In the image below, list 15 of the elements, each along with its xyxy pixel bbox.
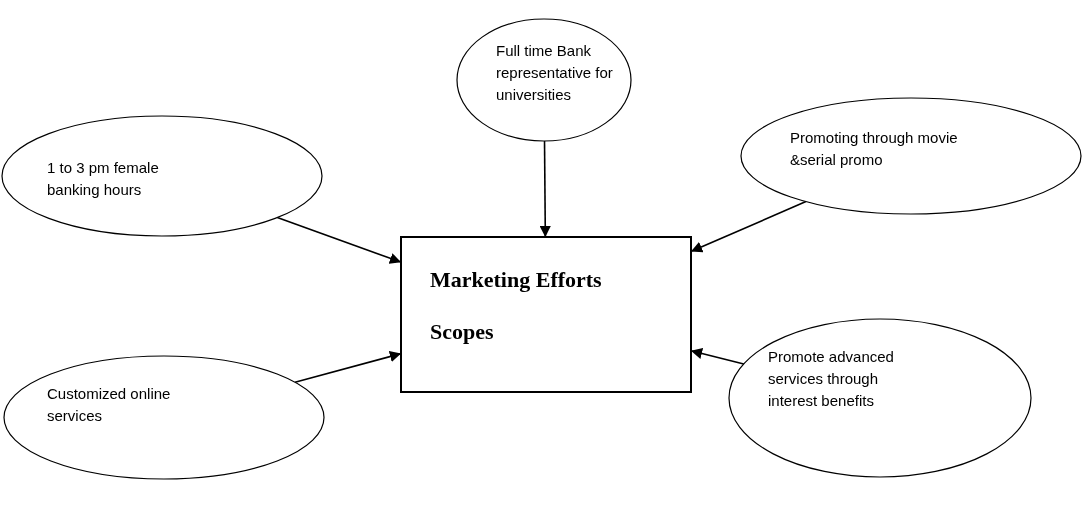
node-label: Customized online services xyxy=(47,384,172,426)
arrow xyxy=(539,140,551,238)
node-label: Full time Bank representative for universities xyxy=(496,41,614,105)
ellipse-node xyxy=(1,115,323,237)
node-label: Promote advanced services through interest benefits xyxy=(768,347,895,411)
ellipse-node xyxy=(3,355,325,480)
arrow xyxy=(276,216,402,264)
node-label: Promoting through movie &serial promo xyxy=(790,128,959,170)
ellipse-node xyxy=(728,318,1032,478)
process-box xyxy=(400,236,692,393)
arrow xyxy=(294,351,402,383)
ellipse-node xyxy=(456,18,632,142)
node-label: 1 to 3 pm female banking hours xyxy=(47,158,160,200)
box-title: Marketing Efforts Scopes xyxy=(430,266,603,346)
ellipse-node xyxy=(740,97,1082,215)
